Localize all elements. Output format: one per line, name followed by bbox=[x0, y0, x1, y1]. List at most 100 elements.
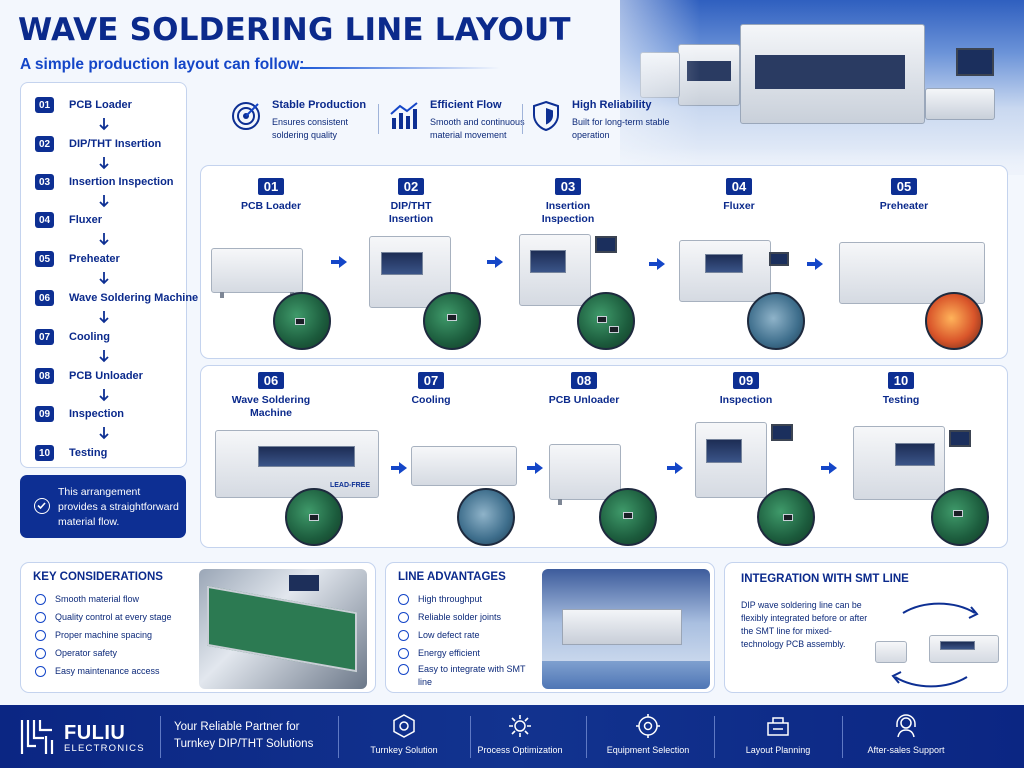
flow-arrow-icon bbox=[527, 462, 543, 474]
subtitle-underline bbox=[300, 67, 500, 69]
service-after-sales-support[interactable]: After-sales Support bbox=[840, 712, 972, 760]
shield-icon bbox=[533, 100, 559, 132]
arrow-down-icon bbox=[99, 350, 109, 363]
arrow-down-icon bbox=[99, 157, 109, 170]
monitor-icon bbox=[769, 252, 789, 266]
arrow-down-icon bbox=[99, 272, 109, 285]
arrow-down-icon bbox=[99, 427, 109, 440]
feature-divider bbox=[522, 104, 523, 134]
list-item: High throughput bbox=[398, 592, 482, 606]
list-item: Easy maintenance access bbox=[35, 664, 160, 678]
footer-bar bbox=[0, 705, 1024, 768]
brand-name: FULIU bbox=[64, 722, 126, 744]
footer-divider bbox=[842, 716, 843, 758]
check-circle-icon bbox=[35, 665, 46, 677]
speed-icon bbox=[398, 593, 409, 605]
page-title: WAVE SOLDERING LINE LAYOUT bbox=[18, 12, 571, 48]
layout-icon bbox=[767, 717, 789, 736]
flow-arrow-icon bbox=[391, 462, 407, 474]
list-item: Proper machine spacing bbox=[35, 628, 152, 642]
service-process-optimization[interactable]: Process Optimization bbox=[454, 712, 586, 760]
target-icon bbox=[232, 102, 260, 130]
plug-icon bbox=[398, 664, 409, 675]
inspection-detail-zoom-2 bbox=[757, 488, 815, 546]
cooling-detail-zoom bbox=[457, 488, 515, 546]
gear-icon bbox=[509, 715, 531, 737]
insertion-detail-zoom bbox=[423, 292, 481, 350]
flow-arrow-icon bbox=[667, 462, 683, 474]
flow-arrow-icon bbox=[649, 258, 665, 270]
check-circle-icon bbox=[34, 498, 50, 514]
flow-arrow-icon bbox=[331, 256, 347, 268]
monitor-icon bbox=[949, 430, 971, 447]
loader-detail-zoom bbox=[273, 292, 331, 350]
production-line-photo bbox=[542, 569, 710, 689]
check-circle-icon bbox=[35, 629, 46, 641]
testing-machine bbox=[853, 426, 945, 500]
integration-text: DIP wave soldering line can be flexibly … bbox=[741, 600, 868, 649]
arrow-down-icon bbox=[99, 118, 109, 131]
list-item: Easy to integrate with SMT line bbox=[398, 664, 528, 690]
service-equipment-selection[interactable]: Equipment Selection bbox=[582, 712, 714, 760]
wave-machine-small bbox=[929, 635, 999, 663]
hero-fade bbox=[560, 0, 700, 175]
footer-divider bbox=[586, 716, 587, 758]
fluxer-detail-zoom bbox=[747, 292, 805, 350]
list-item: Operator safety bbox=[35, 646, 117, 660]
headset-icon bbox=[896, 714, 916, 738]
page-subtitle: A simple production layout can follow: bbox=[20, 56, 305, 73]
arrow-down-icon bbox=[99, 311, 109, 324]
footer-divider bbox=[470, 716, 471, 758]
integration-box: INTEGRATION WITH SMT LINE DIP wave solde… bbox=[724, 562, 1008, 693]
list-item: Low defect rate bbox=[398, 628, 480, 642]
machine-label: LEAD-FREE bbox=[329, 482, 370, 489]
monitor-icon bbox=[595, 236, 617, 253]
link-icon bbox=[398, 611, 409, 623]
arrangement-note: This arrangement provides a straightforw… bbox=[20, 475, 186, 538]
brand-sub: ELECTRONICS bbox=[64, 743, 145, 754]
wave-detail-zoom bbox=[285, 488, 343, 546]
footer-tagline: Your Reliable Partner for Turnkey DIP/TH… bbox=[174, 721, 314, 750]
flow-arrow-icon bbox=[807, 258, 823, 270]
list-item: Reliable solder joints bbox=[398, 610, 501, 624]
inspection-detail-zoom bbox=[577, 292, 635, 350]
feature-divider bbox=[378, 104, 379, 134]
check-circle-icon bbox=[35, 611, 46, 623]
check-circle-icon bbox=[35, 593, 46, 605]
service-layout-planning[interactable]: Layout Planning bbox=[712, 712, 844, 760]
footer-divider bbox=[714, 716, 715, 758]
list-item: Energy efficient bbox=[398, 646, 480, 660]
inspection-machine-2 bbox=[695, 422, 767, 498]
note-text: This arrangement provides a straightforw… bbox=[58, 486, 179, 528]
chart-icon bbox=[390, 102, 418, 129]
service-turnkey-solution[interactable]: Turnkey Solution bbox=[338, 712, 470, 760]
pcb-unloader-machine bbox=[549, 444, 621, 505]
arrow-down-icon bbox=[99, 389, 109, 402]
check-circle-icon bbox=[35, 647, 46, 659]
testing-detail-zoom bbox=[931, 488, 989, 546]
key-considerations-box: KEY CONSIDERATIONS Smooth material flow … bbox=[20, 562, 376, 693]
fluxer-machine bbox=[679, 240, 771, 302]
circuit-logo-icon bbox=[20, 720, 54, 754]
